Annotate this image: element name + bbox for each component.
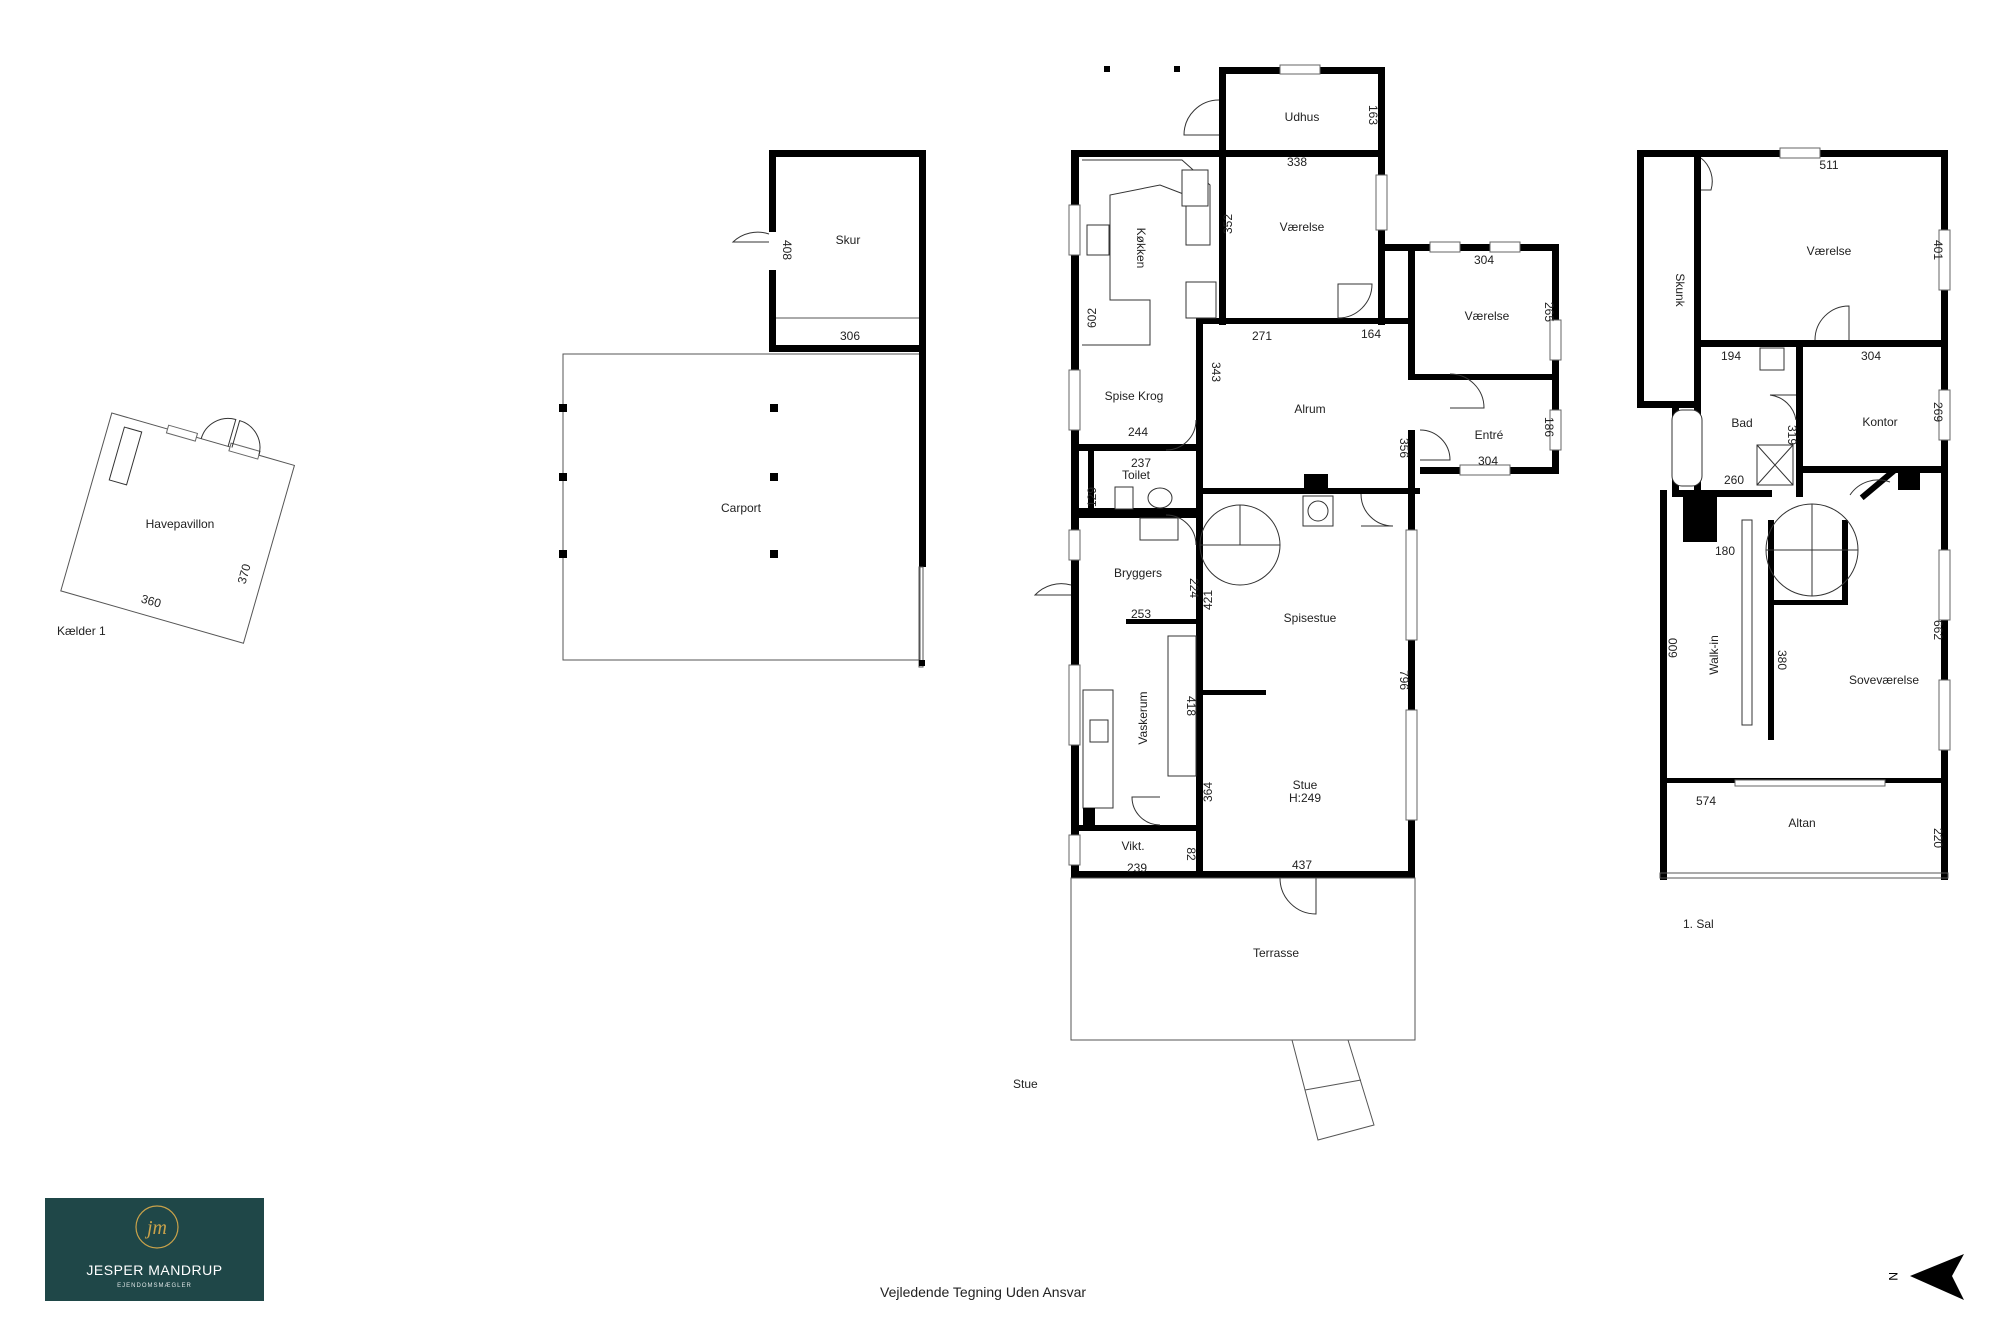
post bbox=[1174, 66, 1180, 72]
terrasse-structure bbox=[1070, 877, 1416, 1141]
room-label-skunk: Skunk bbox=[1673, 273, 1687, 307]
dim-bad-w2: 260 bbox=[1724, 473, 1744, 487]
room-label-spisestue: Spisestue bbox=[1284, 611, 1337, 625]
dim-sove-d: 662 bbox=[1931, 620, 1945, 640]
room-label-skur: Skur bbox=[836, 233, 861, 247]
dim-skur-d: 408 bbox=[780, 240, 794, 260]
dim-vaerelse2-d: 265 bbox=[1542, 302, 1556, 322]
dim-udhus-d: 163 bbox=[1366, 105, 1380, 125]
room-label-entre: Entré bbox=[1475, 428, 1504, 442]
dim-stue-total: 796 bbox=[1397, 670, 1411, 690]
room-label-havepavillon: Havepavillon bbox=[146, 517, 215, 531]
floor-label-first: 1. Sal bbox=[1683, 917, 1714, 931]
dim-sove-inner: 380 bbox=[1775, 650, 1789, 670]
dim-kontor-d: 269 bbox=[1931, 402, 1945, 422]
dim-entre-w: 304 bbox=[1478, 454, 1498, 468]
first-floor-walls bbox=[1637, 147, 1951, 880]
dim-vaerelse3-w: 511 bbox=[1819, 158, 1838, 172]
room-label-bad: Bad bbox=[1731, 416, 1752, 430]
dim-alrum-d2: 356 bbox=[1397, 438, 1411, 458]
dim-vaerelse1-d: 352 bbox=[1221, 214, 1235, 234]
floor-label-ground: Stue bbox=[1013, 1077, 1038, 1091]
dim-spisekrog-w: 244 bbox=[1128, 425, 1148, 439]
skur-structure bbox=[731, 150, 926, 352]
dim-walkin-w: 180 bbox=[1715, 544, 1735, 558]
dim-havepavillon-d: 370 bbox=[235, 562, 254, 585]
ground-floor-doors bbox=[1033, 99, 1485, 915]
dim-vaerelse1-w: 338 bbox=[1287, 155, 1307, 169]
room-label-vaskerum: Vaskerum bbox=[1136, 691, 1150, 744]
dim-walkin-d: 600 bbox=[1666, 638, 1680, 658]
dim-vikt-d: 82 bbox=[1184, 847, 1198, 861]
dim-altan-w: 574 bbox=[1696, 794, 1716, 808]
dim-bryggers-w: 253 bbox=[1131, 607, 1151, 621]
room-height-stue: H:249 bbox=[1289, 791, 1321, 805]
room-label-vaerelse-2: Værelse bbox=[1465, 309, 1510, 323]
room-label-toilet: Toilet bbox=[1122, 468, 1151, 482]
dim-bad-w: 194 bbox=[1721, 349, 1741, 363]
dim-vaskerum-d: 418 bbox=[1184, 696, 1198, 716]
logo-name: JESPER MANDRUP bbox=[86, 1262, 223, 1278]
dim-altan-d: 220 bbox=[1931, 828, 1945, 848]
disclaimer: Vejledende Tegning Uden Ansvar bbox=[880, 1284, 1087, 1300]
dim-skur-w: 306 bbox=[840, 329, 860, 343]
dim-toilet-d: 129 bbox=[1085, 487, 1099, 507]
room-label-koekken: Køkken bbox=[1134, 228, 1148, 269]
dim-alrum-w2: 164 bbox=[1361, 327, 1381, 341]
room-label-altan: Altan bbox=[1788, 816, 1815, 830]
dim-toilet-w: 237 bbox=[1131, 456, 1151, 470]
monogram-icon: jm bbox=[135, 1205, 179, 1249]
room-label-udhus: Udhus bbox=[1285, 110, 1320, 124]
room-label-alrum: Alrum bbox=[1294, 402, 1325, 416]
logo-monogram: jm bbox=[144, 1217, 167, 1239]
dim-havepavillon-w: 360 bbox=[140, 592, 163, 611]
north-label: N bbox=[1886, 1272, 1900, 1281]
room-label-vikt: Vikt. bbox=[1121, 839, 1144, 853]
dim-stue-d: 364 bbox=[1201, 782, 1215, 802]
first-floor-doors bbox=[1700, 157, 1891, 496]
ground-floor-fixtures bbox=[1082, 159, 1281, 826]
room-label-bryggers: Bryggers bbox=[1114, 566, 1162, 580]
room-label-kontor: Kontor bbox=[1862, 415, 1897, 429]
post bbox=[1104, 66, 1110, 72]
dim-entre-d: 186 bbox=[1542, 417, 1556, 437]
floor-label-basement: Kælder 1 bbox=[57, 624, 106, 638]
room-label-carport: Carport bbox=[721, 501, 762, 515]
company-logo: jm JESPER MANDRUP EJENDOMSMÆGLER bbox=[45, 1198, 264, 1301]
dim-bad-d: 319 bbox=[1785, 425, 1799, 445]
dim-koekken-d: 602 bbox=[1085, 308, 1099, 328]
havepavillon-structure bbox=[60, 412, 296, 644]
dim-vaerelse2-w: 304 bbox=[1474, 253, 1494, 267]
dim-stue-w: 437 bbox=[1292, 858, 1312, 872]
room-label-vaerelse-3: Værelse bbox=[1807, 244, 1852, 258]
dim-bryggers-d: 224 bbox=[1187, 578, 1201, 598]
carport-structure bbox=[559, 352, 926, 668]
room-label-sovevaerelse: Soveværelse bbox=[1849, 673, 1919, 687]
dim-vikt-w: 239 bbox=[1127, 861, 1147, 875]
room-label-terrasse: Terrasse bbox=[1253, 946, 1299, 960]
ground-floor-walls bbox=[1068, 64, 1562, 878]
dim-alrum-d1: 343 bbox=[1209, 362, 1223, 382]
room-label-vaerelse-1: Værelse bbox=[1280, 220, 1325, 234]
dim-vaerelse3-d: 401 bbox=[1931, 240, 1945, 260]
dim-spisestue-d: 421 bbox=[1201, 590, 1215, 610]
room-label-stue: Stue bbox=[1293, 778, 1318, 792]
logo-subtitle: EJENDOMSMÆGLER bbox=[117, 1283, 192, 1289]
north-arrow-icon: N bbox=[1886, 1254, 1964, 1300]
dim-alrum-w1: 271 bbox=[1252, 329, 1272, 343]
dim-kontor-w: 304 bbox=[1861, 349, 1881, 363]
room-label-spise-krog: Spise Krog bbox=[1105, 389, 1164, 403]
room-label-walk-in: Walk-in bbox=[1707, 635, 1721, 675]
first-floor-fixtures bbox=[1671, 347, 1859, 597]
